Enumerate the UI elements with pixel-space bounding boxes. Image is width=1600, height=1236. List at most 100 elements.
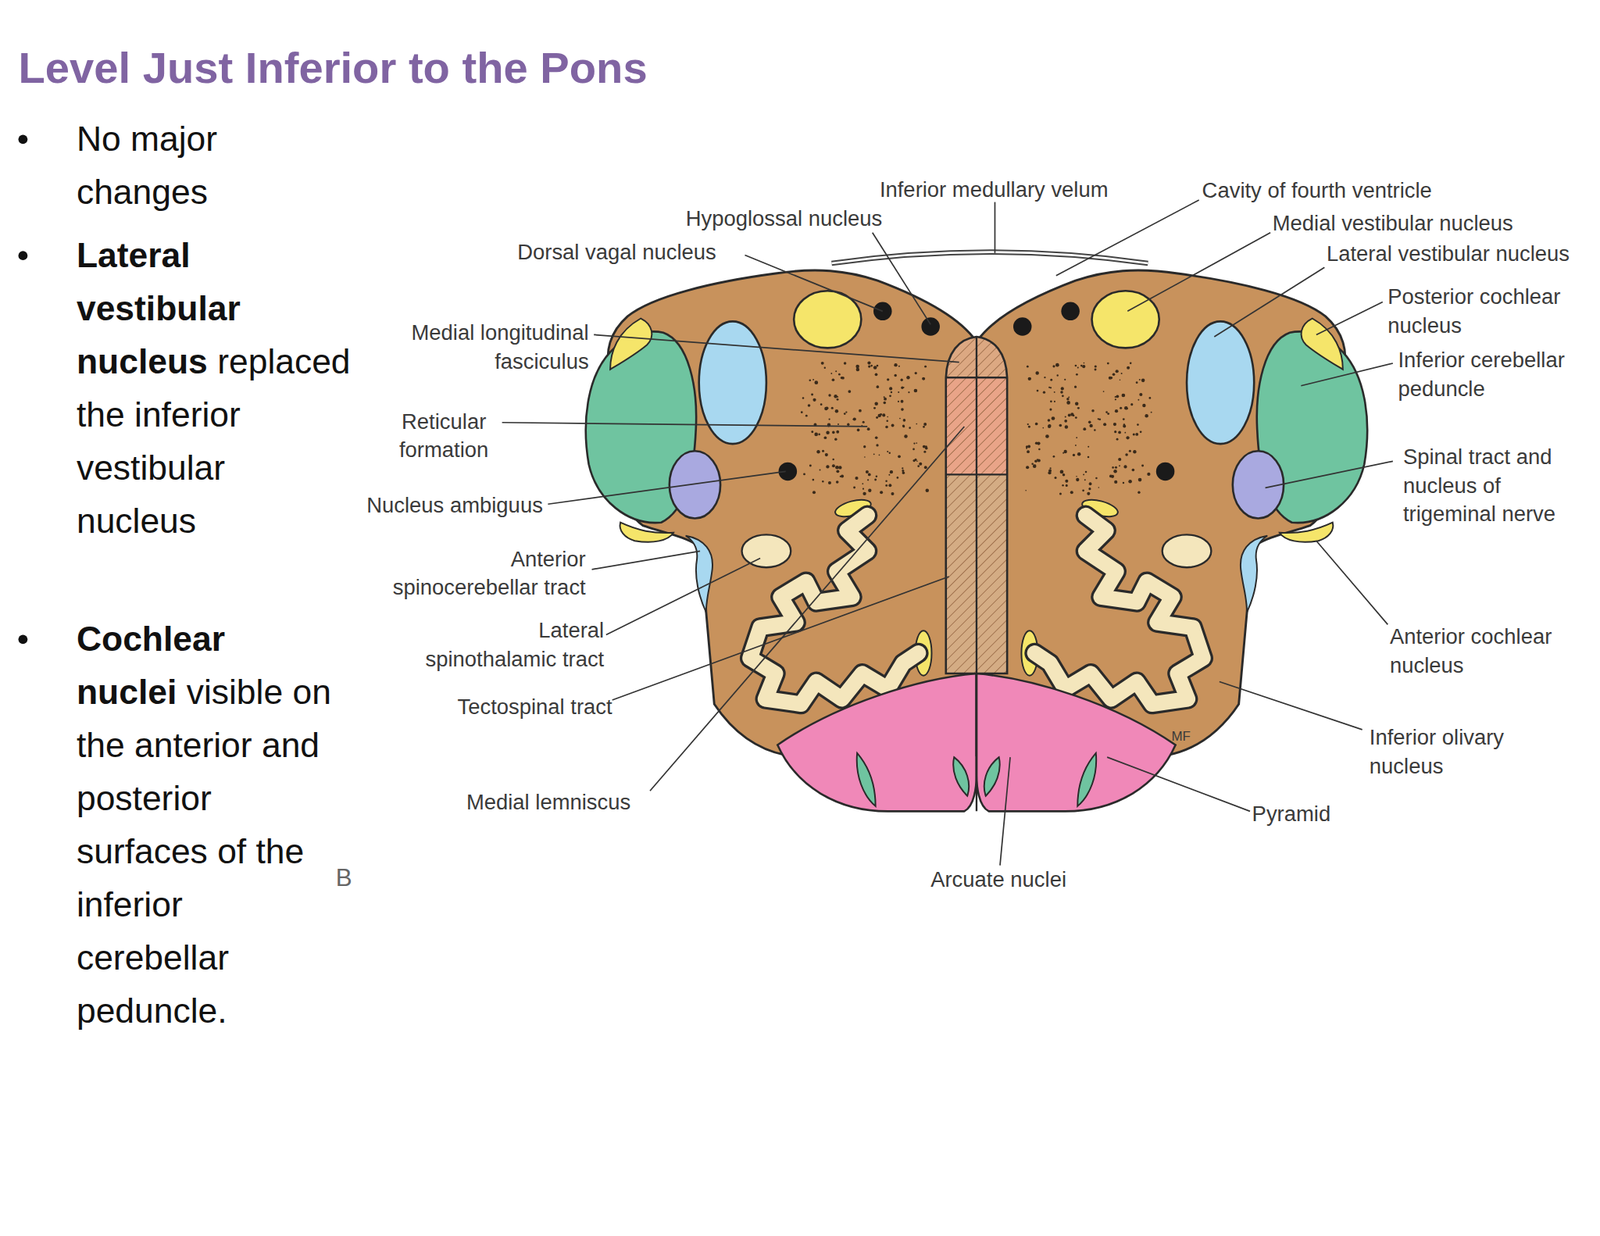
reticular-speckle (1132, 432, 1136, 436)
reticular-speckle (831, 407, 834, 410)
reticular-speckle (1091, 409, 1095, 413)
reticular-speckle (864, 456, 866, 458)
reticular-speckle (1098, 486, 1100, 489)
reticular-speckle (1088, 487, 1091, 490)
reticular-speckle (1042, 427, 1044, 429)
reticular-speckle (889, 470, 893, 474)
reticular-speckle (1028, 377, 1032, 381)
reticular-speckle (828, 393, 831, 397)
reticular-speckle (1032, 464, 1037, 468)
reticular-speckle (906, 375, 910, 379)
reticular-speckle (841, 376, 845, 380)
leader-line (1265, 460, 1393, 488)
reticular-speckle (814, 380, 818, 385)
leader-line (1219, 681, 1363, 729)
reticular-speckle (1077, 452, 1081, 456)
reticular-speckle (885, 484, 888, 487)
reticular-speckle (1057, 374, 1059, 376)
reticular-speckle (1139, 392, 1143, 397)
inferior-medullary-velum (831, 252, 1148, 264)
reticular-speckle (810, 430, 814, 433)
reticular-speckle (886, 416, 889, 418)
reticular-speckle (824, 435, 828, 440)
reticular-speckle (896, 476, 900, 479)
reticular-speckle (835, 480, 840, 484)
reticular-speckle (1114, 430, 1117, 433)
reticular-speckle (1130, 403, 1133, 406)
reticular-speckle (1141, 378, 1146, 383)
reticular-speckle (840, 474, 844, 478)
reticular-speckle (875, 435, 879, 440)
reticular-speckle (1135, 432, 1139, 436)
reticular-speckle (1137, 490, 1140, 493)
reticular-speckle (837, 423, 840, 425)
structure-label: Anterior spinocerebellar tract (360, 544, 586, 602)
reticular-speckle (1050, 467, 1052, 469)
reticular-speckle (1089, 424, 1093, 428)
leader-line (606, 557, 761, 635)
structure-label: Medial longitudinal fasciculus (343, 318, 589, 376)
reticular-speckle (916, 460, 918, 462)
bullet-item: Cochlear nucleivisible on the anterior a… (76, 612, 344, 1037)
bullet-dot (18, 134, 29, 144)
reticular-speckle (1146, 472, 1150, 476)
reticular-speckle (1087, 456, 1090, 459)
reticular-speckle (808, 379, 811, 383)
reticular-speckle (1108, 376, 1112, 380)
reticular-speckle (843, 361, 847, 365)
reticular-speckle (1047, 418, 1051, 422)
reticular-speckle (824, 367, 826, 369)
reticular-speckle (1054, 476, 1058, 479)
bullet-text: Lateral vestibular nucleus (76, 235, 241, 381)
reticular-speckle (1087, 446, 1090, 448)
reticular-speckle (812, 478, 815, 482)
reticular-speckle (1036, 389, 1040, 393)
reticular-speckle (1093, 428, 1096, 431)
reticular-speckle (1086, 492, 1090, 496)
reticular-speckle (889, 452, 891, 454)
reticular-speckle (1144, 414, 1148, 418)
reticular-speckle (900, 407, 904, 411)
reticular-speckle (1115, 369, 1119, 373)
reticular-speckle (1052, 364, 1055, 368)
reticular-speckle (1075, 373, 1079, 376)
reticular-speckle (1116, 438, 1119, 441)
reticular-speckle (1028, 377, 1032, 381)
reticular-speckle (1113, 469, 1118, 474)
reticular-speckle (886, 450, 889, 453)
reticular-speckle (875, 475, 879, 478)
reticular-speckle (1064, 450, 1068, 454)
reticular-speckle (897, 391, 900, 393)
reticular-speckle (1031, 462, 1034, 465)
reticular-speckle (1094, 364, 1097, 368)
reticular-speckle (879, 413, 883, 416)
slide-title: Level Just Inferior to the Pons (18, 39, 648, 97)
reticular-speckle (1085, 471, 1088, 474)
reticular-speckle (893, 374, 897, 377)
reticular-speckle (1075, 478, 1079, 482)
leader-line (994, 202, 997, 254)
reticular-speckle (825, 464, 829, 468)
left-half (585, 270, 977, 811)
reticular-speckle (1083, 362, 1086, 365)
reticular-speckle (903, 434, 908, 438)
structure-label: Inferior medullary velum (879, 175, 1109, 205)
reticular-speckle (1075, 444, 1077, 447)
reticular-speckle (1036, 441, 1040, 445)
reticular-speckle (1105, 410, 1108, 414)
reticular-speckle (1132, 450, 1136, 454)
reticular-speckle (1139, 430, 1143, 433)
reticular-speckle (873, 407, 876, 410)
reticular-speckle (830, 372, 833, 375)
reticular-speckle (1137, 399, 1140, 401)
reticular-speckle (1025, 445, 1029, 448)
reticular-speckle (1067, 396, 1070, 398)
right-half (976, 270, 1368, 811)
reticular-speckle (836, 398, 840, 401)
reticular-speckle (882, 401, 886, 405)
reticular-speckle (903, 418, 907, 422)
leader-line (502, 422, 868, 427)
reticular-speckle (902, 471, 906, 475)
reticular-speckle (1107, 412, 1110, 415)
reticular-speckle (865, 470, 869, 474)
